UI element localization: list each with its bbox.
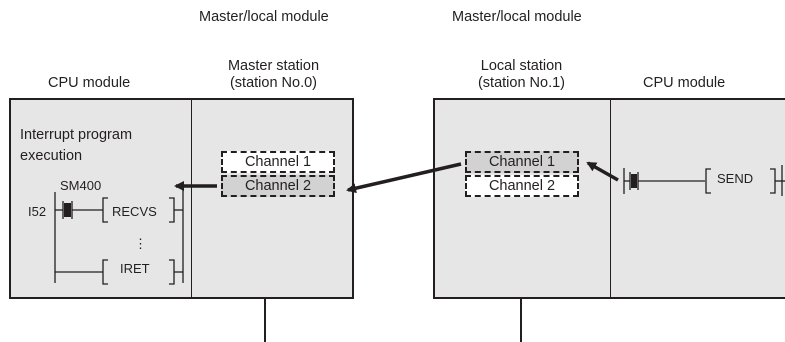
arrow-send-to-channel — [586, 161, 619, 182]
cpu-module-label-left: CPU module — [48, 75, 131, 91]
recvs-instruction: RECVS — [112, 204, 157, 219]
left-module-box — [9, 98, 354, 299]
network-cable-right — [520, 299, 522, 342]
master-local-module-label-left: Master/local module — [199, 9, 329, 25]
local-station-line2: (station No.1) — [477, 75, 566, 91]
interrupt-line1: Interrupt program — [20, 127, 133, 143]
sm400-label: SM400 — [60, 178, 102, 193]
right-module-box — [433, 98, 785, 299]
iret-instruction: IRET — [120, 261, 150, 276]
local-channel-2: Channel 2 — [465, 175, 579, 197]
master-channel-1: Channel 1 — [221, 151, 335, 173]
cpu-module-label-right: CPU module — [643, 75, 726, 91]
send-contact — [631, 174, 637, 188]
local-station-title: Local station (station No.1) — [444, 58, 599, 92]
send-instruction: SEND — [717, 171, 754, 186]
i52-label: I52 — [28, 204, 47, 219]
network-cable-left — [264, 299, 266, 342]
arrow-between-stations — [346, 162, 462, 194]
master-station-line2: (station No.0) — [229, 75, 318, 91]
right-module-divider — [610, 99, 611, 298]
right-ladder — [623, 165, 785, 196]
master-station-title: Master station (station No.0) — [196, 58, 351, 92]
left-ladder — [54, 183, 184, 285]
local-channel-1: Channel 1 — [465, 151, 579, 173]
interrupt-program-label: Interrupt program execution — [20, 127, 132, 165]
continuation-dots: ⋮ — [134, 236, 147, 251]
master-station-line1: Master station — [227, 58, 320, 74]
master-local-module-label-right: Master/local module — [452, 9, 582, 25]
local-station-line1: Local station — [480, 58, 563, 74]
master-channel-2: Channel 2 — [221, 175, 335, 197]
interrupt-line2: execution — [20, 148, 83, 164]
sm400-contact — [64, 203, 71, 217]
data-flow-arrows — [174, 161, 619, 194]
left-module-divider — [191, 99, 192, 298]
